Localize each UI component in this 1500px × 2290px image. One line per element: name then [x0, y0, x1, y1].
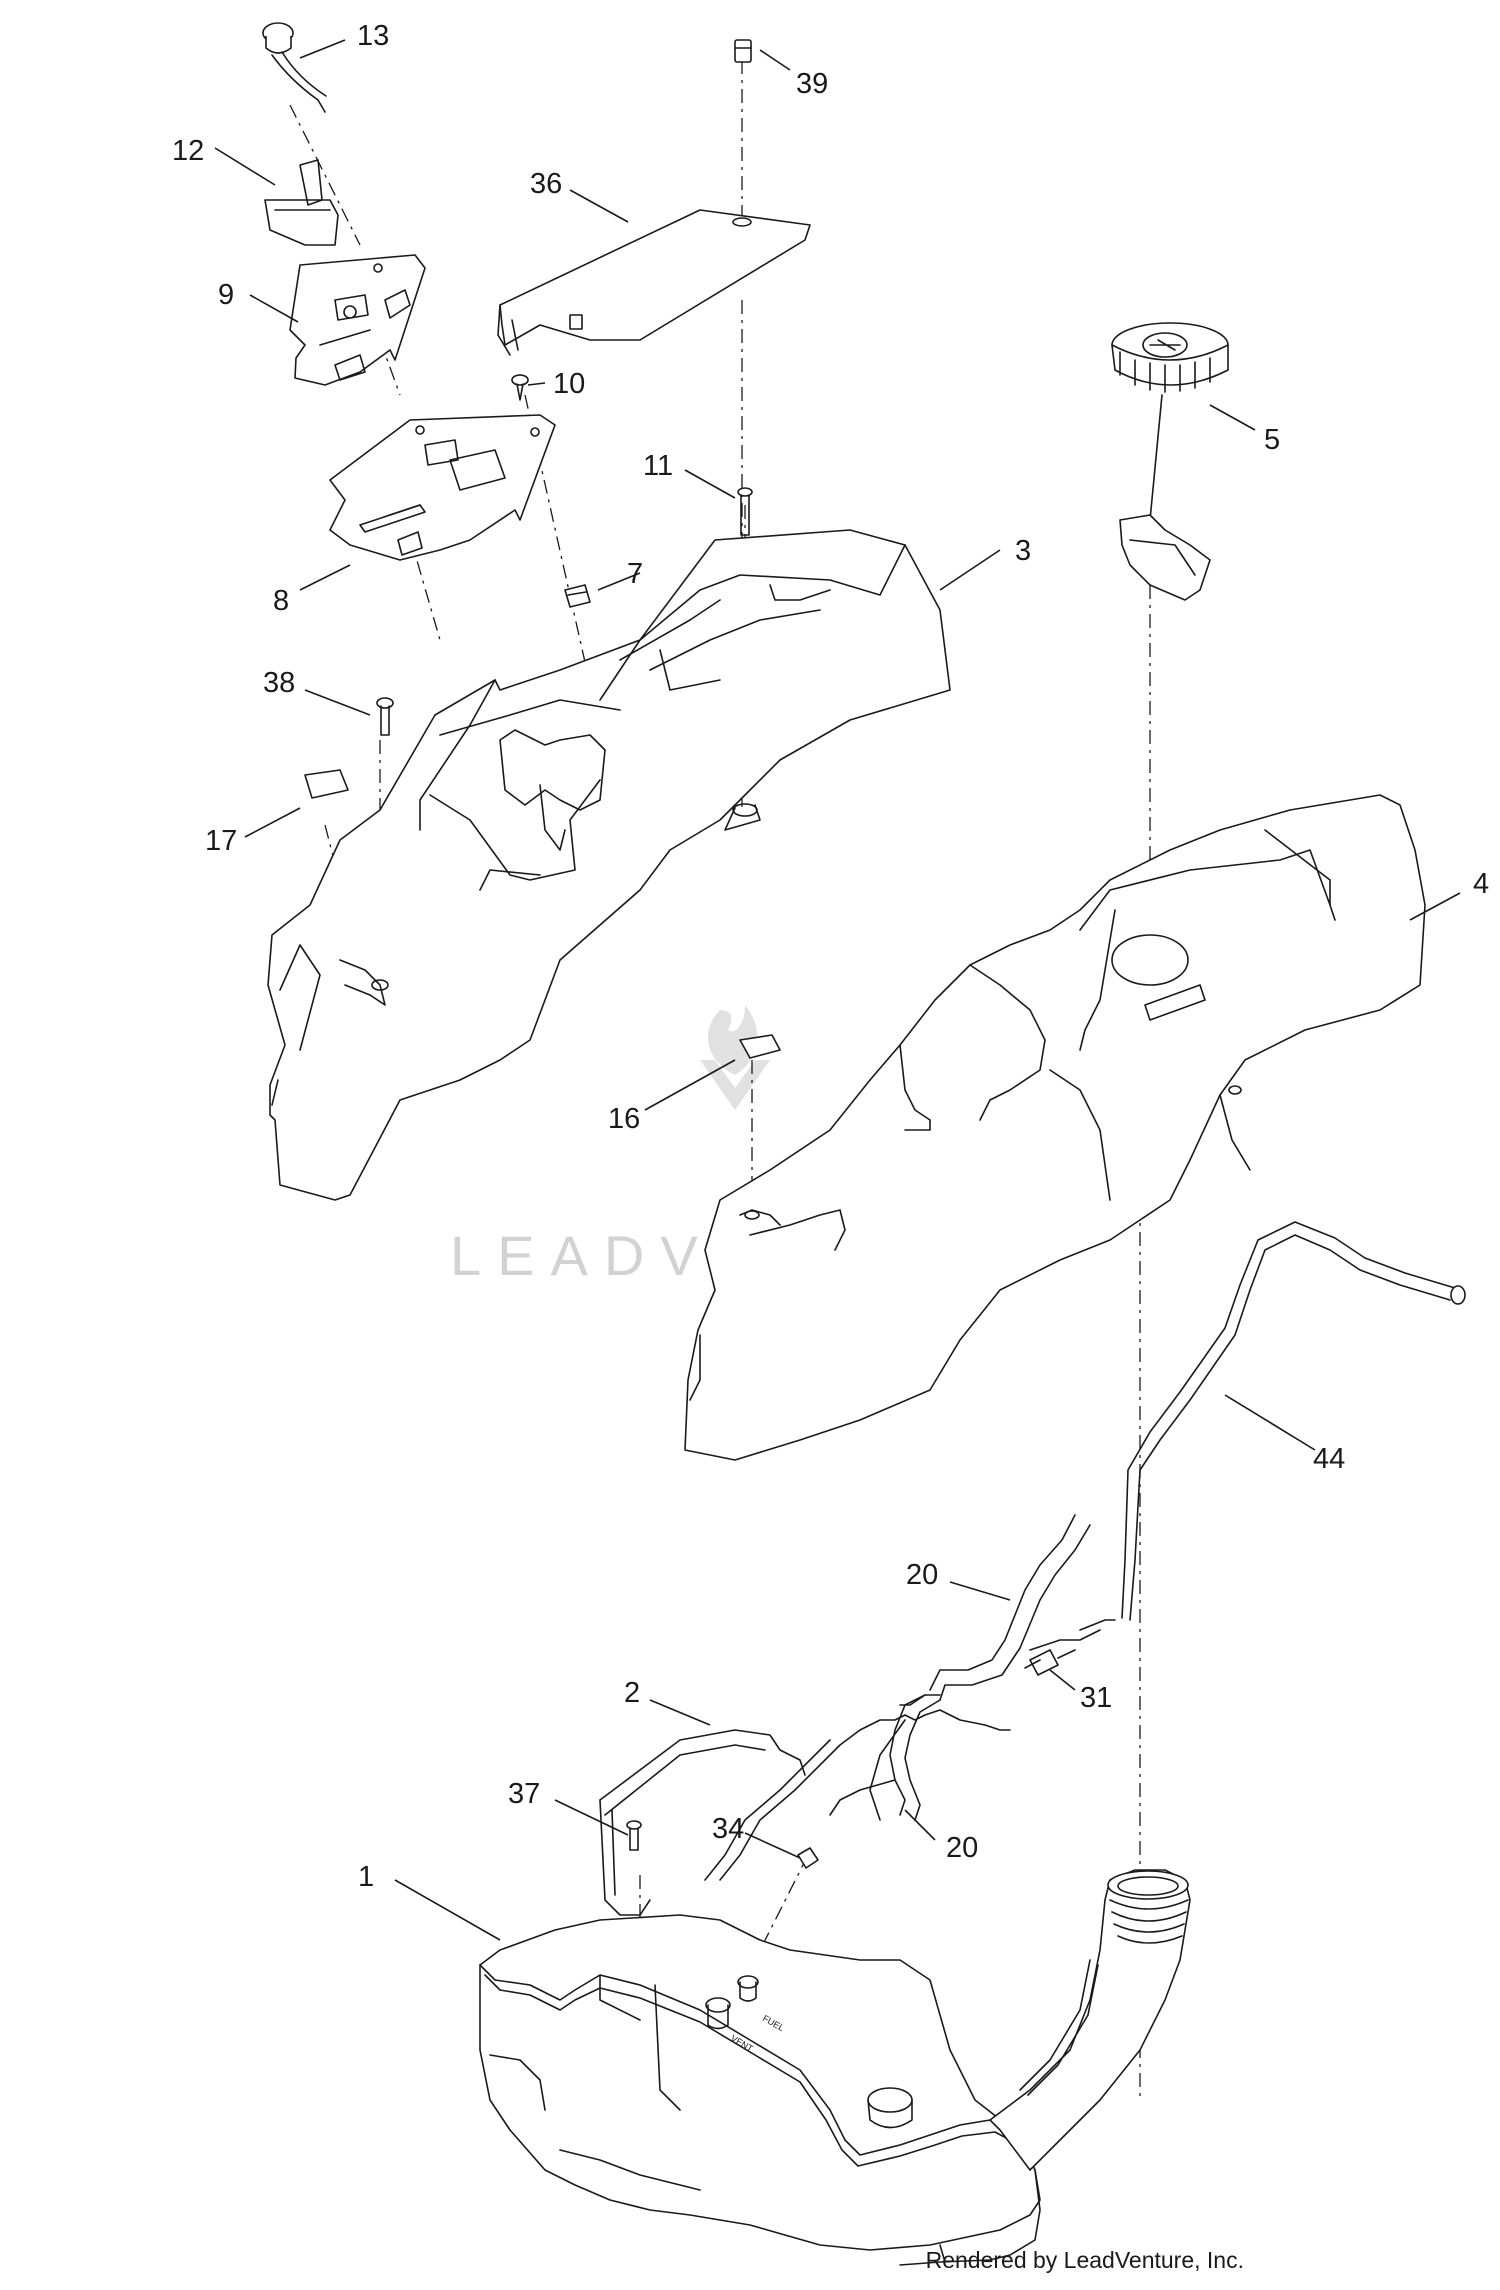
- part-36-cover-panel[interactable]: [497, 209, 811, 356]
- callout-1: 1: [358, 1861, 374, 1893]
- callout-20-upper: 20: [906, 1559, 938, 1591]
- part-20-vent-hose-upper[interactable]: [899, 1514, 1116, 1706]
- callout-10: 10: [553, 368, 585, 400]
- callout-8: 8: [273, 585, 289, 617]
- part-4-fender-cover[interactable]: [684, 794, 1426, 1461]
- callout-17: 17: [205, 825, 237, 857]
- callout-36: 36: [530, 168, 562, 200]
- callout-44: 44: [1313, 1443, 1345, 1475]
- callout-5: 5: [1264, 424, 1280, 456]
- callout-20-lower: 20: [946, 1832, 978, 1864]
- callout-38: 38: [263, 667, 295, 699]
- part-13-choke-cable[interactable]: [262, 22, 327, 113]
- part-1-fuel-tank[interactable]: FUEL VENT: [479, 1914, 1041, 2266]
- part-2-tank-bracket[interactable]: [599, 1709, 1011, 1916]
- part-10-screw[interactable]: [511, 374, 529, 401]
- part-17-pad[interactable]: [304, 769, 349, 799]
- callout-7: 7: [627, 558, 643, 590]
- part-39-fastener[interactable]: [734, 39, 752, 63]
- callout-9: 9: [218, 279, 234, 311]
- part-37-bolt[interactable]: [626, 1820, 642, 1851]
- callout-11: 11: [643, 450, 673, 482]
- part-1-filler-neck[interactable]: [989, 1869, 1191, 2171]
- callout-4: 4: [1473, 868, 1489, 900]
- part-11-bolt[interactable]: [737, 487, 753, 536]
- leader-lines: [214, 39, 1461, 1941]
- part-3-console-body[interactable]: [267, 529, 951, 1201]
- callout-2: 2: [624, 1677, 640, 1709]
- part-8-decal-plate[interactable]: [329, 414, 556, 561]
- part-12-bracket[interactable]: [264, 159, 339, 246]
- part-16-pad[interactable]: [739, 1034, 781, 1059]
- part-44-fuel-hose[interactable]: [1121, 1221, 1466, 1621]
- part-31-connector[interactable]: [1024, 1649, 1076, 1676]
- callout-34: 34: [712, 1813, 744, 1845]
- part-34-clamp[interactable]: [797, 1847, 819, 1869]
- callout-12: 12: [172, 135, 204, 167]
- watermark-logo-icon: [700, 1005, 770, 1110]
- part-7-clip-nut[interactable]: [564, 584, 591, 608]
- callout-39: 39: [796, 68, 828, 100]
- part-5-fuel-cap[interactable]: [1111, 322, 1229, 601]
- part-38-screw[interactable]: [376, 697, 394, 736]
- part-20-vent-hose-lower[interactable]: [829, 1694, 941, 1821]
- callout-16: 16: [608, 1103, 640, 1135]
- callout-31: 31: [1080, 1682, 1112, 1714]
- callout-labels: 13 39 12 36 9 10 5 11 3 8 7 38 17 4 16 4…: [172, 20, 1489, 1893]
- callout-13: 13: [357, 20, 389, 52]
- render-credit: Rendered by LeadVenture, Inc.: [926, 2247, 1244, 2273]
- part-9-decal-plate[interactable]: [289, 254, 426, 386]
- callout-3: 3: [1015, 535, 1031, 567]
- callout-37: 37: [508, 1778, 540, 1810]
